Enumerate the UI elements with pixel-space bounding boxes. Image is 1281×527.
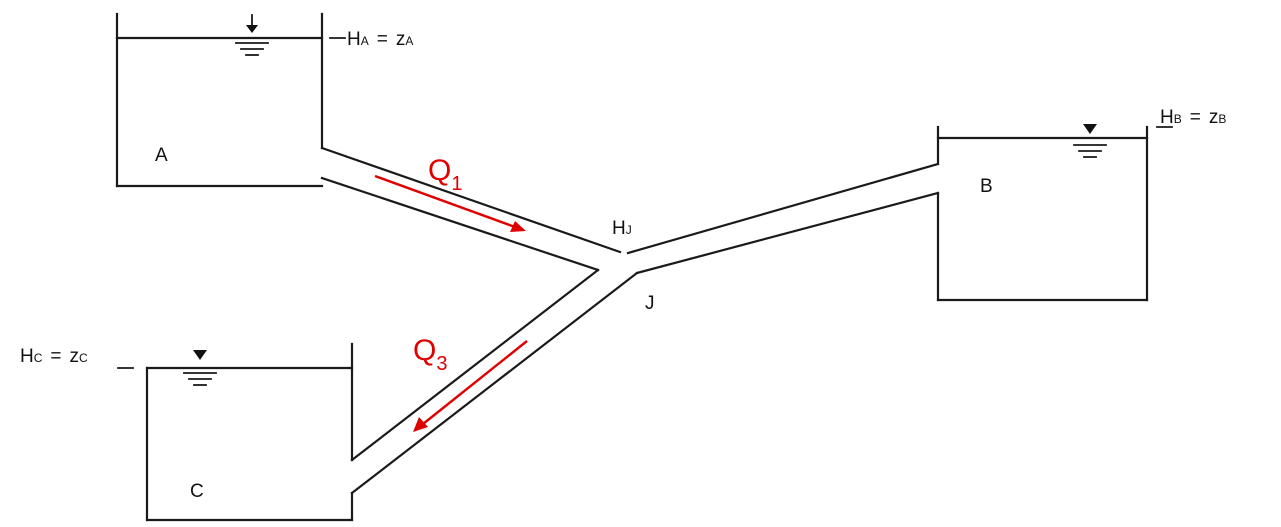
reservoir-c: C (145, 342, 354, 522)
head-a-symbol: H (347, 29, 361, 50)
reservoir-a-label: A (155, 145, 168, 166)
flow-q1-arrow-icon (374, 174, 516, 229)
pipe-a-j-lower-wall (320, 176, 600, 272)
flow-q1-symbol: Q (428, 154, 451, 187)
reservoir-a: A (115, 12, 324, 188)
reservoir-c-label: C (190, 481, 204, 502)
elev-c-symbol: z (70, 346, 80, 367)
junction-head-symbol: H (612, 218, 626, 239)
svg-text:Q3: Q3 (413, 334, 447, 375)
elev-a-symbol: z (396, 29, 406, 50)
water-level-symbol-icon (235, 14, 269, 56)
pipe-j-c-lower-wall (350, 271, 639, 495)
pipe-j-c (350, 268, 639, 495)
svg-text:HJ: HJ (612, 218, 632, 239)
pipe-j-c-upper-wall (350, 268, 600, 462)
svg-text:HB=zB: HB=zB (1160, 107, 1226, 128)
head-c-subscript: C (34, 351, 43, 365)
junction-label: J (645, 293, 655, 314)
flow-q3-subscript: 3 (436, 353, 447, 375)
svg-text:HC=zC: HC=zC (20, 346, 88, 367)
reservoir-b: B (936, 124, 1149, 302)
elev-a-subscript: A (405, 34, 413, 48)
flow-q3: Q3 (413, 334, 528, 432)
flow-q1-subscript: 1 (451, 173, 462, 195)
head-a-annotation: HA=zA (329, 29, 413, 50)
flow-q1-arrowhead-icon (510, 221, 526, 232)
pipe-j-b-lower-wall (635, 191, 940, 275)
head-b-equals: = (1190, 107, 1201, 128)
pipe-a-j-upper-wall (320, 146, 622, 254)
flow-q3-symbol: Q (413, 334, 436, 367)
head-b-subscript: B (1174, 112, 1182, 126)
elev-b-subscript: B (1218, 112, 1226, 126)
head-a-equals: = (377, 29, 388, 50)
flow-q1: Q1 (374, 154, 526, 232)
head-c-symbol: H (20, 346, 34, 367)
reservoir-b-label: B (980, 176, 993, 197)
water-level-symbol-icon (1073, 124, 1107, 158)
water-level-symbol-icon (183, 350, 217, 386)
pipe-j-b-upper-wall (626, 162, 940, 255)
head-b-symbol: H (1160, 107, 1174, 128)
head-c-equals: = (50, 346, 61, 367)
junction-head-subscript: J (626, 223, 632, 237)
head-b-annotation: HB=zB (1156, 107, 1226, 128)
elev-c-subscript: C (79, 351, 88, 365)
flow-q3-arrowhead-icon (413, 417, 428, 432)
head-c-annotation: HC=zC (20, 346, 134, 369)
svg-text:HA=zA: HA=zA (347, 29, 413, 50)
elev-b-symbol: z (1209, 107, 1219, 128)
pipe-j-b (626, 162, 940, 275)
flow-q3-arrow-icon (422, 340, 528, 425)
pipe-a-j (320, 146, 622, 272)
svg-text:Q1: Q1 (428, 154, 462, 195)
head-a-subscript: A (361, 34, 369, 48)
